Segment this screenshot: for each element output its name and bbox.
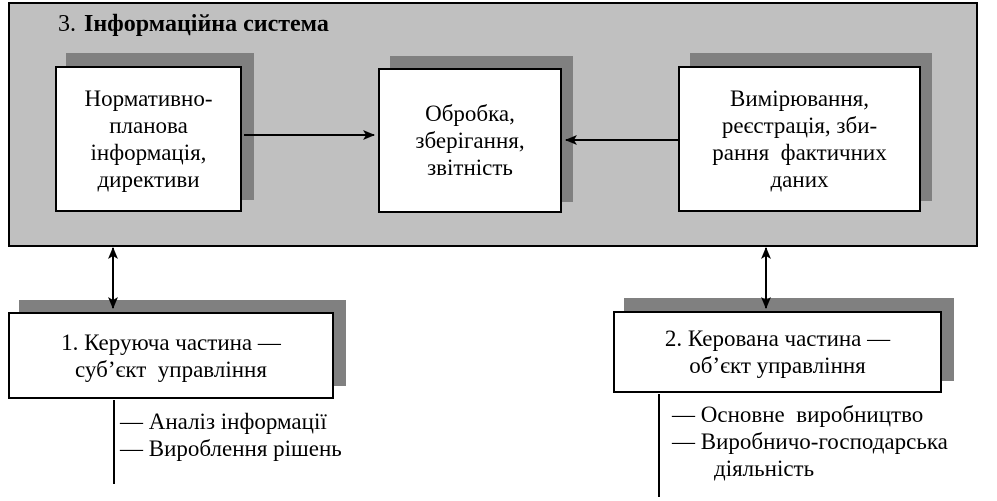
- controlling-item-analysis: — Аналіз інформації: [120, 409, 327, 434]
- controlled-part-box: 2. Керована частина — об’єкт управління: [613, 311, 942, 393]
- processing-box: Обробка, зберігання, звітність: [378, 68, 562, 213]
- system-name: Інформаційна система: [84, 11, 329, 37]
- measurement-line-1: Вимірювання,: [730, 86, 869, 111]
- normative-info-box: Нормативно- планова інформація, директив…: [55, 66, 242, 212]
- system-number: 3.: [58, 11, 76, 37]
- normative-line-1: Нормативно-: [84, 86, 213, 111]
- controlled-item-economic-activity-cont: діяльність: [714, 456, 815, 481]
- processing-line-2: зберігання,: [415, 128, 525, 153]
- controlling-item-decisions: — Вироблення рішень: [120, 436, 342, 461]
- processing-line-3: звітність: [427, 155, 513, 180]
- processing-line-1: Обробка,: [425, 101, 515, 126]
- controlled-item-main-production: — Основне виробництво: [672, 402, 924, 427]
- measurement-line-4: даних: [770, 167, 829, 192]
- controlling-line-2: суб’єкт управління: [75, 356, 267, 382]
- controlling-part-box: 1. Керуюча частина — суб’єкт управління: [8, 312, 334, 399]
- measurement-line-3: рання фактичних: [712, 140, 887, 165]
- controlled-item-economic-activity: — Виробничо-господарська: [672, 429, 948, 454]
- controlling-items-list: — Аналіз інформації — Вироблення рішень: [120, 408, 342, 462]
- controlled-line-2: об’єкт управління: [689, 353, 866, 378]
- normative-line-3: інформація,: [90, 140, 207, 165]
- normative-line-2: планова: [109, 113, 188, 138]
- measurement-line-2: реєстрація, зби-: [721, 113, 878, 138]
- measurement-box: Вимірювання, реєстрація, зби- рання факт…: [678, 66, 921, 212]
- system-title: 3. Інформаційна система: [58, 10, 329, 38]
- controlled-line-1: 2. Керована частина —: [664, 326, 891, 351]
- controlled-items-list: — Основне виробництво — Виробничо-господ…: [672, 401, 948, 482]
- controlling-line-1: 1. Керуюча частина —: [61, 329, 281, 355]
- normative-line-4: директиви: [97, 167, 200, 192]
